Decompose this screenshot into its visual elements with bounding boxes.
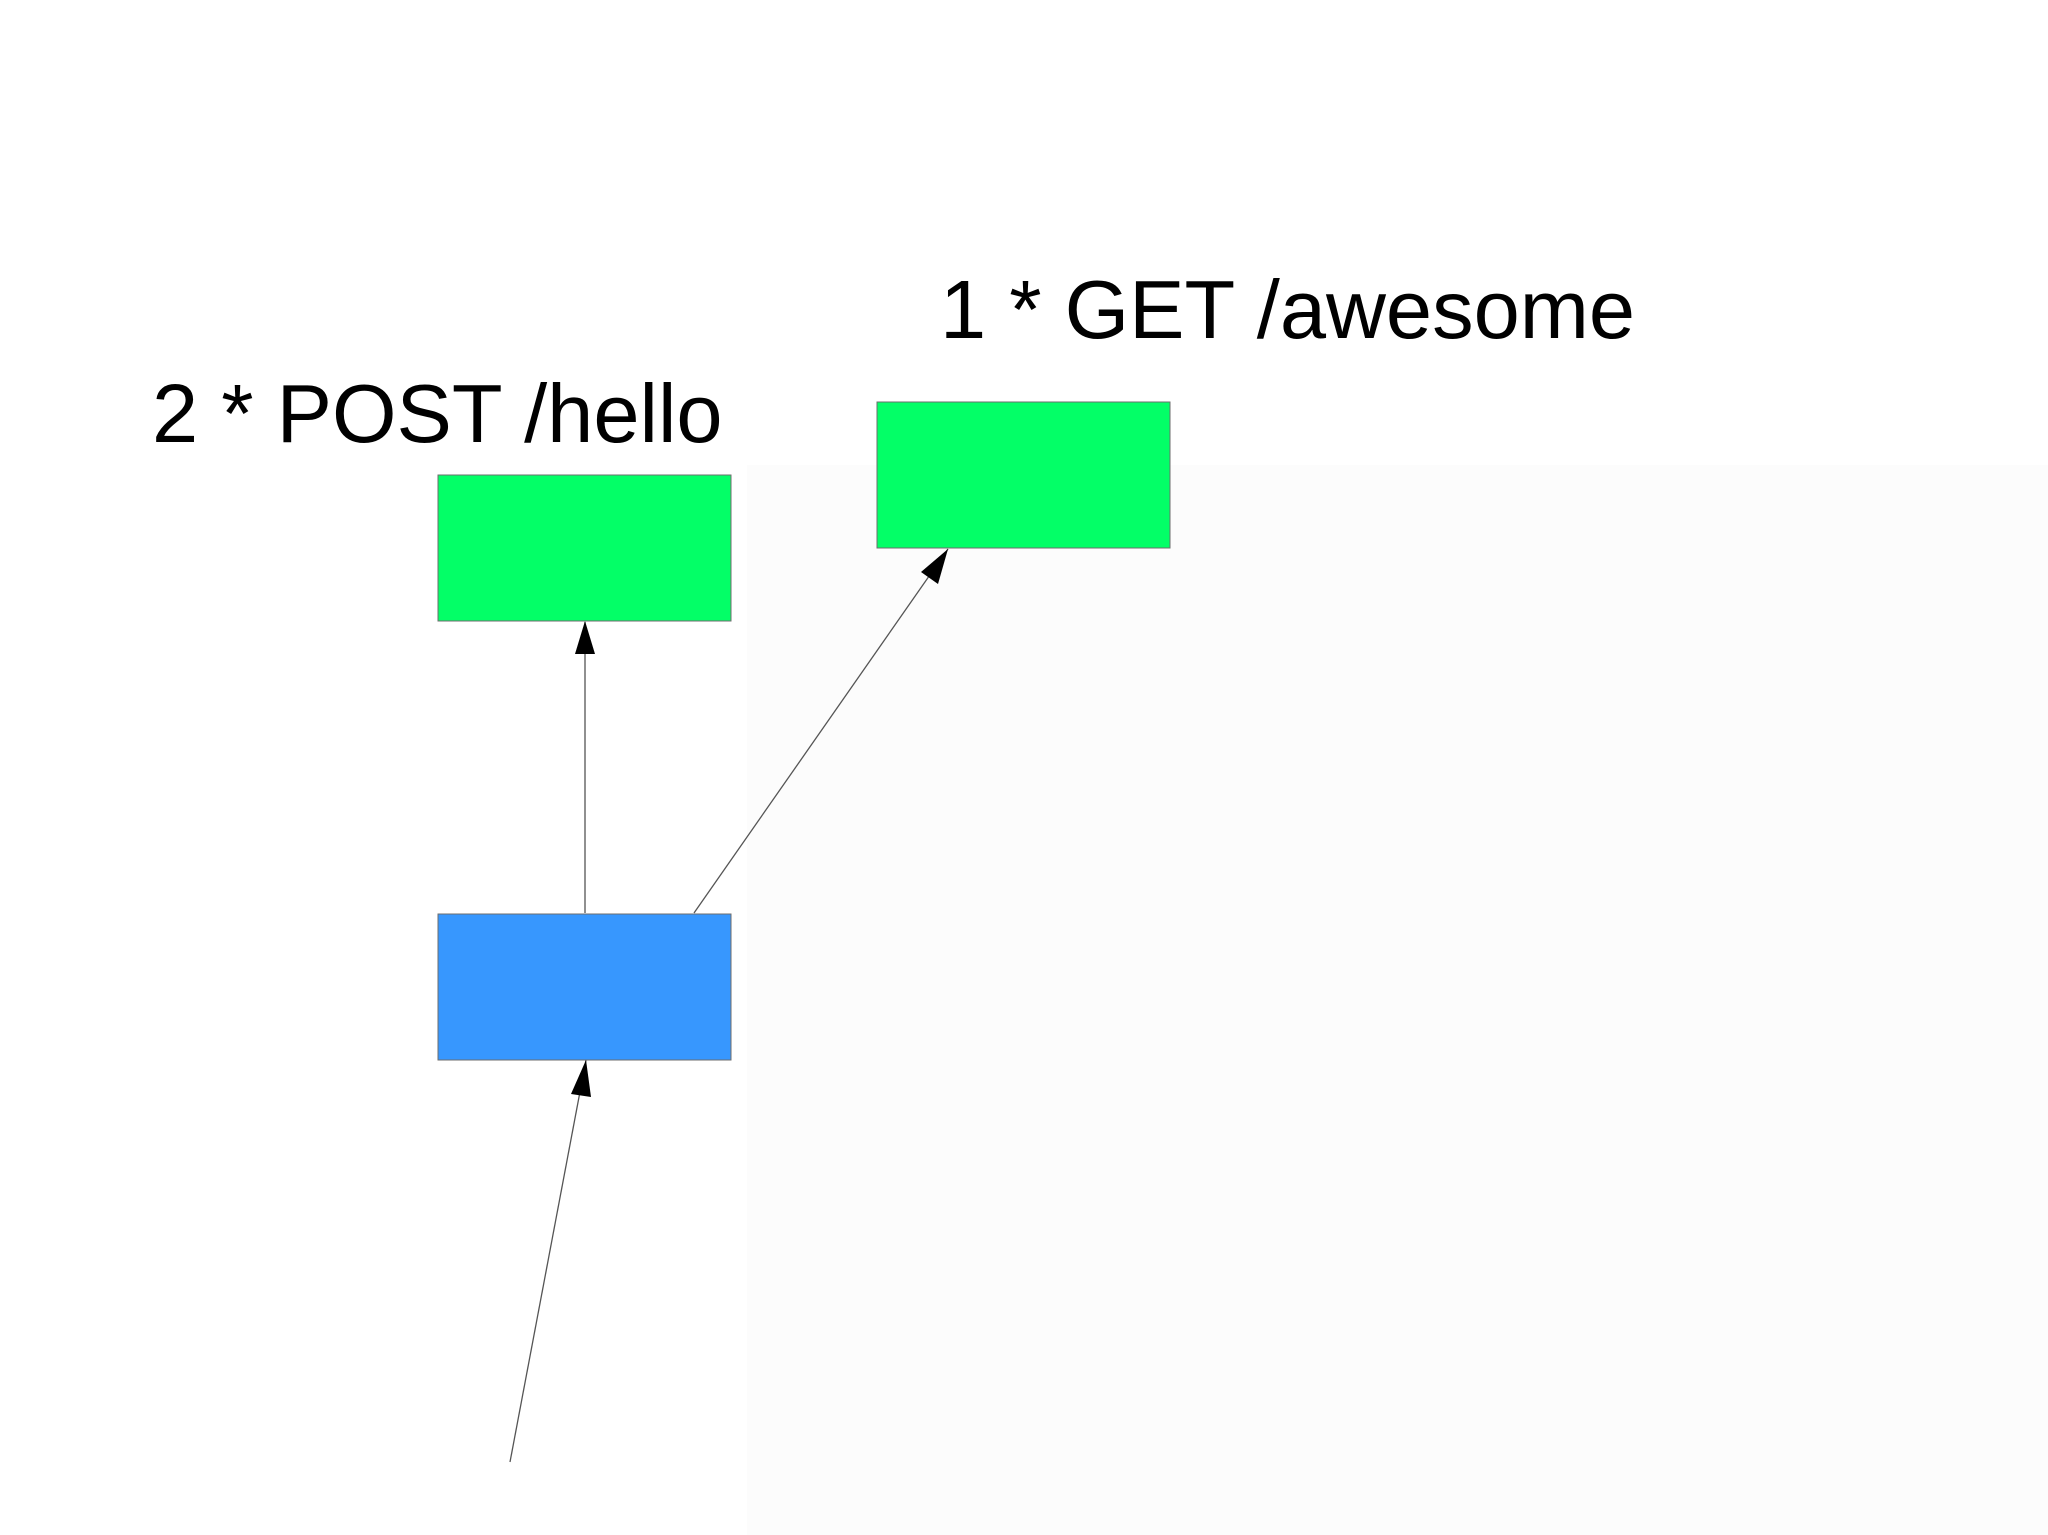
arrowhead-post-hello-icon — [575, 621, 595, 654]
node-entry-service[interactable] — [437, 913, 732, 1061]
arrowhead-get-awesome-icon — [921, 549, 948, 584]
arrowhead-entry-icon — [571, 1060, 591, 1097]
background-panel — [747, 465, 2048, 1535]
edge-incoming-to-entry — [509, 1059, 587, 1463]
label-post-hello: 2 * POST /hello — [152, 367, 723, 460]
node-get-awesome[interactable] — [876, 401, 1171, 549]
label-get-awesome: 1 * GET /awesome — [940, 263, 1636, 356]
node-post-hello[interactable] — [437, 474, 732, 622]
edge-entry-to-get-awesome — [693, 548, 949, 914]
